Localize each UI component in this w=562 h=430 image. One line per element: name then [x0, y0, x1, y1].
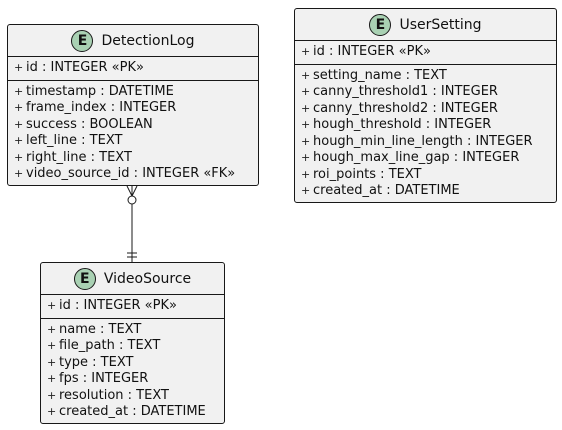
- field-text: video_source_id : INTEGER «FK»: [26, 166, 236, 181]
- attribute-field: +canny_threshold2 : INTEGER: [301, 101, 556, 118]
- primary-key-section: + id : INTEGER «PK»: [8, 57, 258, 81]
- crowfoot-right-prong: [131, 185, 138, 197]
- visibility-marker: +: [301, 184, 311, 197]
- attribute-field: +canny_threshold1 : INTEGER: [301, 84, 556, 101]
- field-text: file_path : TEXT: [59, 338, 161, 353]
- field-text: resolution : TEXT: [59, 387, 169, 403]
- field-text: timestamp : DATETIME: [26, 83, 174, 99]
- attribute-field: +hough_threshold : INTEGER: [301, 117, 556, 134]
- attribute-field: +created_at : DATETIME: [47, 404, 224, 421]
- field-text: type : TEXT: [59, 354, 134, 370]
- entity-name: DetectionLog: [101, 32, 195, 49]
- field-text: frame_index : INTEGER: [26, 100, 177, 115]
- visibility-marker: +: [47, 405, 57, 418]
- entity-name: VideoSource: [103, 270, 192, 287]
- field-text: hough_max_line_gap : INTEGER: [313, 150, 520, 165]
- field-text: right_line : TEXT: [26, 149, 132, 165]
- visibility-marker: +: [301, 167, 311, 181]
- attribute-field: +roi_points : TEXT: [301, 167, 556, 184]
- entity-header: E UserSetting: [295, 9, 556, 41]
- visibility-marker: +: [14, 150, 24, 164]
- entity-name: UserSetting: [399, 16, 482, 33]
- attribute-field: +created_at : DATETIME: [301, 183, 556, 200]
- attribute-field: +hough_max_line_gap : INTEGER: [301, 150, 556, 167]
- attribute-field: +frame_index : INTEGER: [14, 100, 258, 117]
- field-text: left_line : TEXT: [26, 133, 123, 148]
- attribute-field: +hough_min_line_length : INTEGER: [301, 134, 556, 151]
- visibility-marker: +: [14, 84, 24, 98]
- pk-field: + id : INTEGER «PK»: [14, 60, 258, 77]
- entity-detectionlog[interactable]: E DetectionLog + id : INTEGER «PK» +time…: [7, 24, 259, 186]
- field-text: id : INTEGER «PK»: [313, 44, 431, 59]
- crowfoot-left-prong: [126, 185, 133, 197]
- entity-usersetting[interactable]: E UserSetting + id : INTEGER «PK» +setti…: [294, 8, 557, 203]
- visibility-marker: +: [301, 134, 311, 148]
- attribute-field: +right_line : TEXT: [14, 150, 258, 167]
- visibility-marker: +: [14, 167, 24, 180]
- entity-badge-icon: E: [71, 29, 94, 52]
- zero-cardinality-circle: [127, 195, 137, 205]
- visibility-marker: +: [47, 322, 57, 336]
- attribute-field: +resolution : TEXT: [47, 388, 224, 405]
- field-text: created_at : DATETIME: [59, 404, 206, 419]
- relationship-detectionlog-videosource: [126, 185, 138, 262]
- field-text: hough_threshold : INTEGER: [313, 117, 492, 132]
- field-text: created_at : DATETIME: [313, 183, 460, 198]
- attribute-list: +setting_name : TEXT +canny_threshold1 :…: [295, 65, 556, 203]
- attribute-list: +timestamp : DATETIME +frame_index : INT…: [8, 81, 258, 186]
- primary-key-section: + id : INTEGER «PK»: [41, 295, 224, 319]
- visibility-marker: +: [14, 134, 24, 147]
- visibility-marker: +: [14, 61, 24, 74]
- entity-header: E VideoSource: [41, 263, 224, 295]
- entity-header: E DetectionLog: [8, 25, 258, 57]
- visibility-marker: +: [14, 117, 24, 131]
- visibility-marker: +: [47, 339, 57, 352]
- pk-field: + id : INTEGER «PK»: [47, 298, 224, 315]
- attribute-field: +timestamp : DATETIME: [14, 84, 258, 101]
- attribute-field: +video_source_id : INTEGER «FK»: [14, 166, 258, 183]
- field-text: id : INTEGER «PK»: [26, 60, 144, 75]
- field-text: canny_threshold1 : INTEGER: [313, 84, 498, 99]
- visibility-marker: +: [301, 151, 311, 164]
- field-text: roi_points : TEXT: [313, 166, 422, 182]
- visibility-marker: +: [47, 372, 57, 385]
- attribute-field: +name : TEXT: [47, 322, 224, 339]
- field-text: success : BOOLEAN: [26, 116, 153, 132]
- entity-badge-icon: E: [73, 267, 96, 290]
- field-text: fps : INTEGER: [59, 371, 149, 386]
- visibility-marker: +: [14, 101, 24, 114]
- attribute-field: +type : TEXT: [47, 355, 224, 372]
- attribute-field: +success : BOOLEAN: [14, 117, 258, 134]
- visibility-marker: +: [301, 101, 311, 115]
- attribute-field: +setting_name : TEXT: [301, 68, 556, 85]
- field-text: name : TEXT: [59, 321, 142, 337]
- visibility-marker: +: [301, 45, 311, 58]
- attribute-field: +file_path : TEXT: [47, 338, 224, 355]
- visibility-marker: +: [47, 355, 57, 369]
- visibility-marker: +: [47, 388, 57, 402]
- visibility-marker: +: [301, 85, 311, 98]
- primary-key-section: + id : INTEGER «PK»: [295, 41, 556, 65]
- visibility-marker: +: [301, 118, 311, 131]
- entity-badge-icon: E: [369, 13, 392, 36]
- visibility-marker: +: [47, 299, 57, 312]
- attribute-field: +left_line : TEXT: [14, 133, 258, 150]
- visibility-marker: +: [301, 68, 311, 82]
- field-text: hough_min_line_length : INTEGER: [313, 133, 533, 149]
- field-text: id : INTEGER «PK»: [59, 298, 177, 313]
- attribute-list: +name : TEXT +file_path : TEXT +type : T…: [41, 319, 224, 424]
- entity-videosource[interactable]: E VideoSource + id : INTEGER «PK» +name …: [40, 262, 225, 424]
- pk-field: + id : INTEGER «PK»: [301, 44, 556, 61]
- field-text: setting_name : TEXT: [313, 67, 447, 83]
- field-text: canny_threshold2 : INTEGER: [313, 100, 498, 116]
- attribute-field: +fps : INTEGER: [47, 371, 224, 388]
